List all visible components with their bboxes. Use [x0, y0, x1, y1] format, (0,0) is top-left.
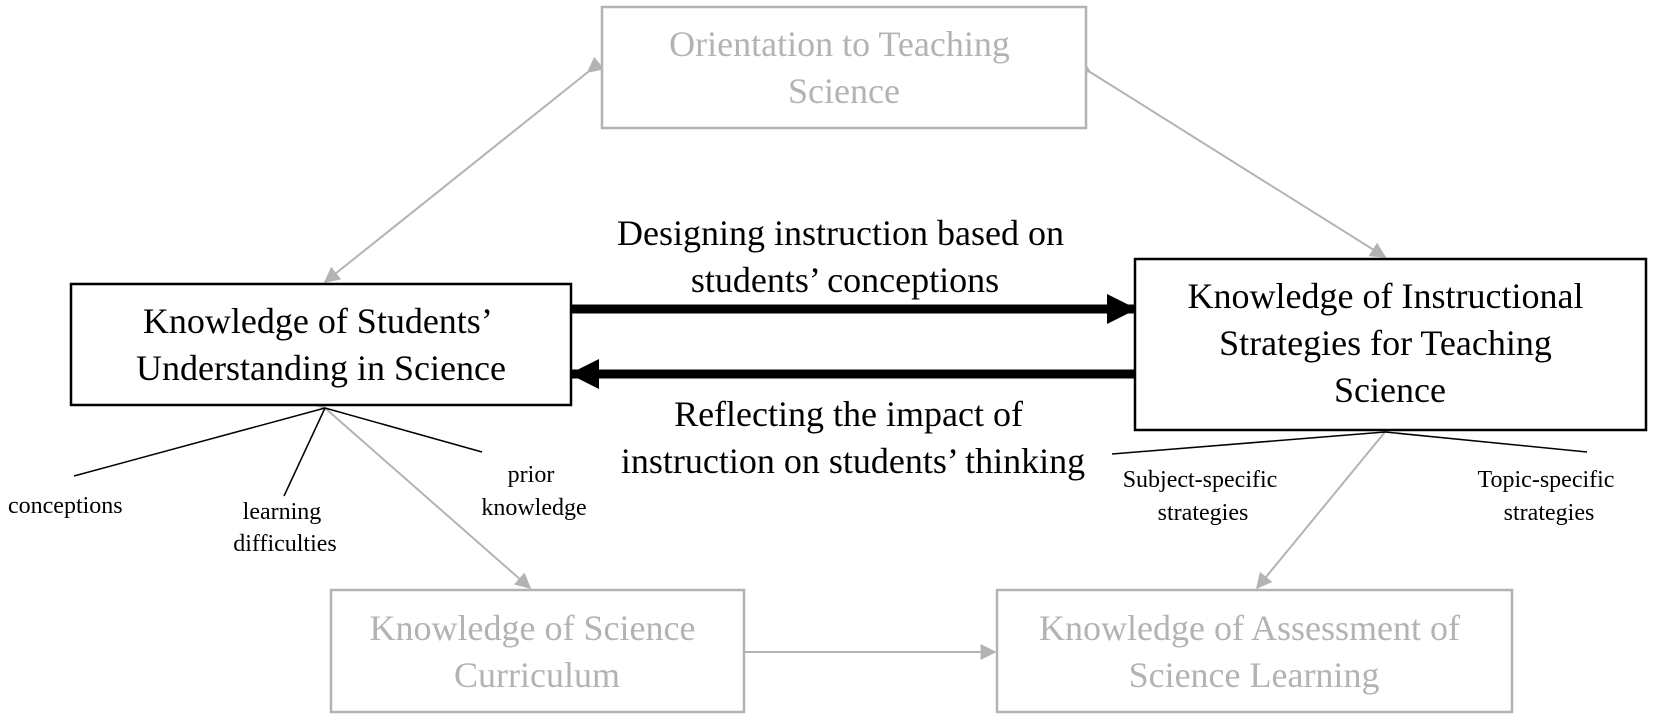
students-box: Knowledge of Students’ Understanding in …: [69, 282, 573, 407]
topic-specific-label-line-2: strategies: [1504, 500, 1595, 526]
strategies-box: Knowledge of Instructional Strategies fo…: [1133, 257, 1648, 432]
subject-specific-label-line-2: strategies: [1158, 500, 1249, 526]
students-curriculum-arrow: [308, 392, 532, 590]
strategies-box-line-3: Science: [1334, 370, 1446, 410]
curriculum-box-line-2: Curriculum: [454, 655, 620, 695]
orientation-students-arrow: [323, 56, 605, 283]
reflecting-label-line-2: instruction on students’ thinking: [621, 441, 1085, 481]
orientation-box-line-1: Orientation to Teaching: [669, 24, 1010, 64]
designing-label: Designing instruction based on students’…: [617, 213, 1073, 300]
conceptions-label: conceptions: [8, 493, 123, 519]
strategies-box-line-2: Strategies for Teaching: [1219, 323, 1552, 363]
designing-label-line-2: students’ conceptions: [691, 260, 999, 300]
prior-knowledge-label: prior knowledge: [481, 462, 586, 521]
designing-label-line-1: Designing instruction based on: [617, 213, 1064, 253]
learning-difficulties-label-line-2: difficulties: [233, 531, 337, 557]
curriculum-box-line-1: Knowledge of Science: [370, 608, 696, 648]
subject-specific-branch-line: [1111, 431, 1386, 455]
students-box-line-2: Understanding in Science: [136, 348, 506, 388]
svg-text:Orientation to Teaching: Orientation to Teaching Science: [669, 24, 1019, 111]
prior-knowledge-label-line-1: prior: [508, 462, 555, 488]
curriculum-box: Knowledge of Science Curriculum: [329, 588, 746, 714]
strategies-assessment-arrow: [1255, 415, 1401, 590]
topic-specific-branch-line: [1384, 431, 1588, 453]
prior-knowledge-label-line-2: knowledge: [481, 495, 586, 521]
learning-difficulties-label: learning difficulties: [233, 499, 337, 557]
svg-text:Knowledge of Instructional: Knowledge of Instructional Strategies fo…: [1188, 276, 1593, 410]
learning-difficulties-label-line-1: learning: [243, 499, 322, 525]
strategies-box-line-1: Knowledge of Instructional: [1188, 276, 1584, 316]
orientation-strategies-arrow: [1073, 57, 1387, 258]
topic-specific-label: Topic-specific strategies: [1478, 467, 1621, 526]
subject-specific-label-line-1: Subject-specific: [1123, 467, 1278, 493]
reflecting-label-line-1: Reflecting the impact of: [674, 394, 1023, 434]
prior-knowledge-branch-line: [324, 407, 483, 453]
svg-text:Knowledge of Science Cur: Knowledge of Science Curriculum: [370, 608, 705, 695]
topic-specific-label-line-1: Topic-specific: [1478, 467, 1615, 493]
students-box-line-1: Knowledge of Students’: [143, 301, 490, 341]
conceptions-branch-line: [73, 407, 326, 477]
orientation-box: Orientation to Teaching Science: [600, 5, 1088, 130]
assessment-box-line-2: Science Learning: [1129, 655, 1380, 695]
subject-specific-label: Subject-specific strategies: [1123, 467, 1284, 526]
assessment-box: Knowledge of Assessment of Science Learn…: [995, 588, 1514, 714]
orientation-box-line-2: Science: [788, 71, 900, 111]
assessment-box-line-1: Knowledge of Assessment of: [1039, 608, 1460, 648]
learning-difficulties-branch-line: [283, 407, 326, 497]
svg-text:Knowledge of Assessment of: Knowledge of Assessment of Science Learn…: [1039, 608, 1469, 695]
svg-text:Knowledge of Students’ U: Knowledge of Students’ Understanding in …: [136, 301, 506, 388]
reflecting-label: Reflecting the impact of instruction on …: [621, 394, 1085, 481]
